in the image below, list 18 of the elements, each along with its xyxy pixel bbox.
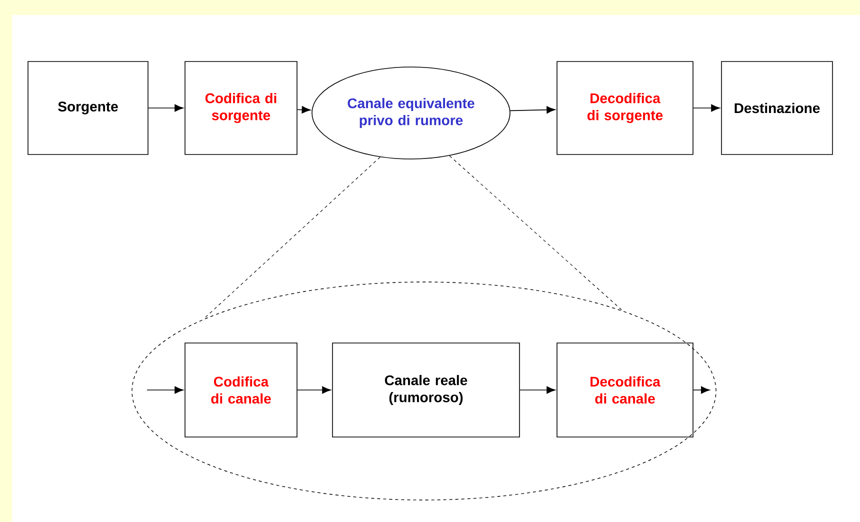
arrow [693,104,720,112]
process-box: Destinazione [721,61,833,155]
process-box: Decodifica di sorgente [556,61,694,155]
dashed-ellipse [132,282,716,500]
arrow [510,106,556,114]
process-box: Decodifica di canale [556,342,694,438]
arrow [146,386,184,394]
arrow [520,386,556,394]
arrow [148,104,184,112]
process-box: Codifica di canale [184,342,298,438]
arrow [693,386,710,394]
arrow [297,386,331,394]
process-box: Canale reale (rumoroso) [332,342,520,438]
process-box: Codifica di sorgente [184,61,298,155]
zoom-line [449,155,623,312]
process-box: Sorgente [28,61,148,155]
arrow [297,106,311,114]
zoom-line [203,156,380,320]
